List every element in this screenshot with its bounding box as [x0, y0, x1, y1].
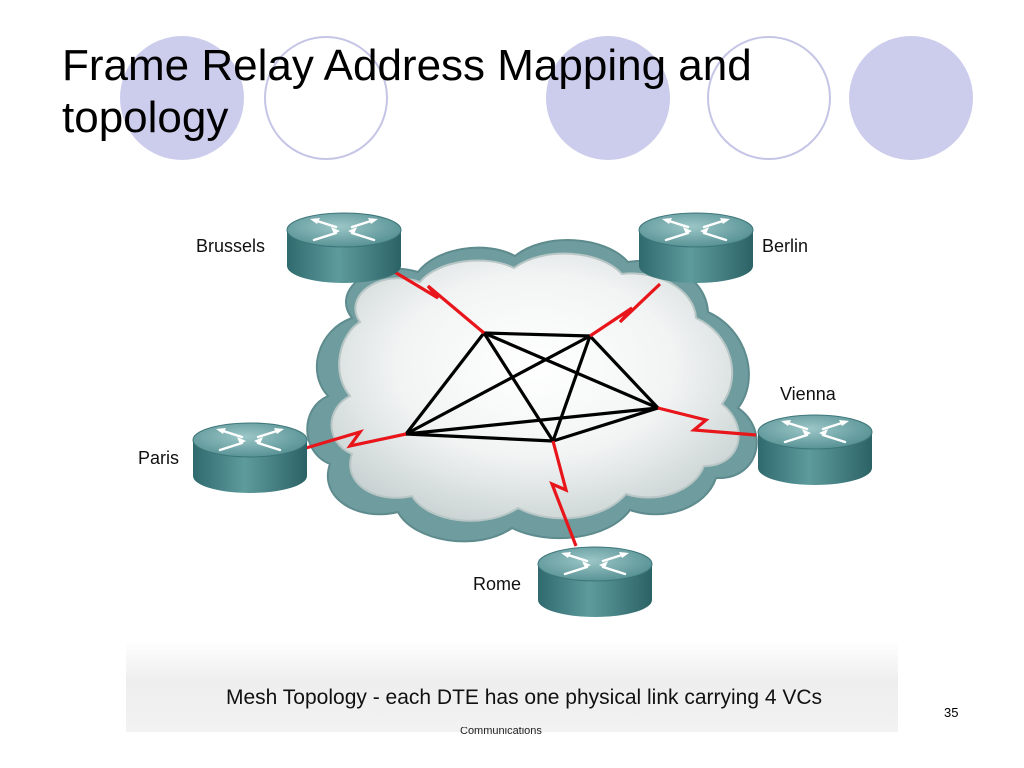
router-label-brussels: Brussels — [196, 236, 265, 256]
serial-links — [305, 266, 757, 547]
router-brussels — [285, 211, 403, 285]
router-rome — [536, 545, 654, 619]
router-label-berlin: Berlin — [762, 236, 808, 256]
decorative-circle-outline — [264, 36, 388, 160]
slide-title: Frame Relay Address Mapping and topology — [62, 41, 752, 142]
router-paris — [191, 421, 309, 495]
router-label-paris: Paris — [138, 448, 179, 468]
vc-paris-rome — [404, 432, 555, 443]
decorative-circle — [546, 36, 670, 160]
decorative-circle — [849, 36, 973, 160]
decorative-circle-outline — [707, 36, 831, 160]
router-label-rome: Rome — [473, 574, 521, 594]
vc-vienna-paris — [404, 406, 660, 436]
diagram-caption: Mesh Topology - each DTE has one physica… — [226, 686, 823, 709]
vc-brussels-paris — [404, 331, 486, 436]
serial-link-rome — [549, 440, 578, 547]
vc-berlin-paris — [404, 334, 592, 436]
serial-link-vienna — [657, 406, 757, 437]
slide-number: 35 — [944, 705, 959, 720]
footer-text: Communications — [460, 727, 542, 736]
router-vienna — [756, 413, 874, 487]
vc-brussels-berlin — [482, 331, 592, 338]
vc-vienna-rome — [551, 406, 660, 443]
serial-link-paris — [305, 429, 407, 450]
vc-berlin-vienna — [588, 334, 660, 410]
serial-link-brussels — [387, 266, 486, 335]
router-label-vienna: Vienna — [780, 384, 837, 404]
decorative-circle — [120, 36, 244, 160]
vc-brussels-vienna — [482, 331, 660, 410]
virtual-circuit-mesh — [404, 331, 660, 443]
frame-relay-cloud — [330, 252, 740, 522]
vc-berlin-rome — [551, 334, 592, 443]
vc-brussels-rome — [482, 331, 555, 443]
router-berlin — [637, 211, 755, 285]
caption-band — [126, 640, 898, 732]
serial-link-berlin — [589, 282, 662, 338]
